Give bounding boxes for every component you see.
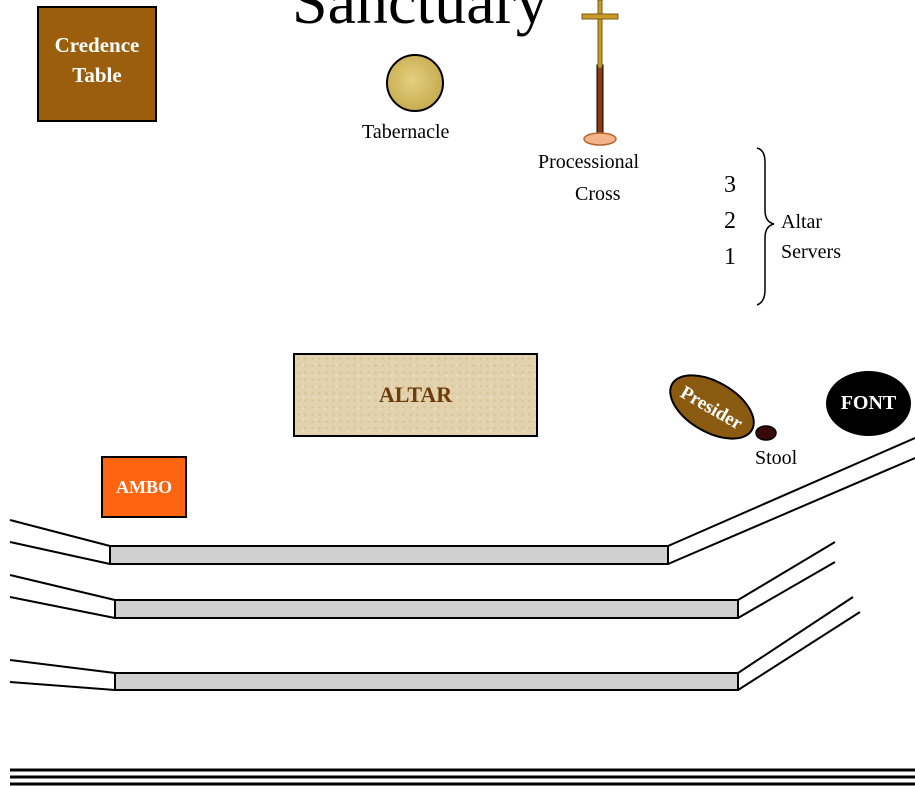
altar-servers-brace: [756, 147, 775, 306]
credence-table-label-line1: Credence: [54, 33, 140, 57]
baptismal-font: FONT: [826, 371, 911, 436]
cross-horizontal-beam: [581, 13, 619, 20]
sanctuary-step-1: [109, 545, 669, 565]
credence-table-label-line2: Table: [72, 63, 122, 87]
step-3-right-edge-top: [737, 596, 854, 674]
step-1-right-edge-bottom: [667, 457, 915, 565]
altar-server-1: 1: [724, 244, 736, 270]
step-2-right-edge-top: [737, 541, 836, 601]
step-3-right-edge-bottom: [737, 611, 861, 691]
step-3-left-edge-bottom: [9, 681, 116, 691]
step-1-right-edge-top: [667, 437, 915, 547]
processional-cross-label-line1: Processional: [538, 151, 640, 173]
step-2-right-edge-bottom: [737, 561, 836, 619]
presider-chair-seat: [669, 374, 755, 440]
step-1-left-edge-top: [9, 519, 111, 547]
cross-vertical-beam: [597, 0, 603, 69]
altar-servers-label-line1: Altar: [781, 211, 823, 233]
step-2-left-edge-top: [9, 574, 116, 601]
altar: ALTAR: [293, 353, 538, 437]
stool-label: Stool: [755, 447, 798, 469]
ambo: AMBO: [101, 456, 187, 518]
tabernacle: [386, 54, 444, 112]
processional-cross-label-line2: Cross: [575, 183, 621, 205]
altar-servers-label-line2: Servers: [781, 241, 841, 263]
credence-table: Credence Table: [37, 6, 157, 122]
sanctuary-step-2: [114, 599, 739, 619]
altar-server-3: 3: [724, 172, 736, 198]
step-1-left-edge-bottom: [9, 541, 111, 565]
processional-cross-icon: [581, 0, 619, 146]
step-2-left-edge-bottom: [9, 596, 116, 619]
step-3-left-edge-top: [9, 659, 116, 674]
altar-server-2: 2: [724, 208, 736, 234]
cross-stand: [583, 132, 617, 146]
presider-chair: Presider: [669, 374, 755, 440]
stool: [755, 425, 777, 441]
sanctuary-title: Sanctuary: [292, 0, 548, 37]
tabernacle-label: Tabernacle: [362, 121, 450, 143]
sanctuary-step-3: [114, 672, 739, 691]
